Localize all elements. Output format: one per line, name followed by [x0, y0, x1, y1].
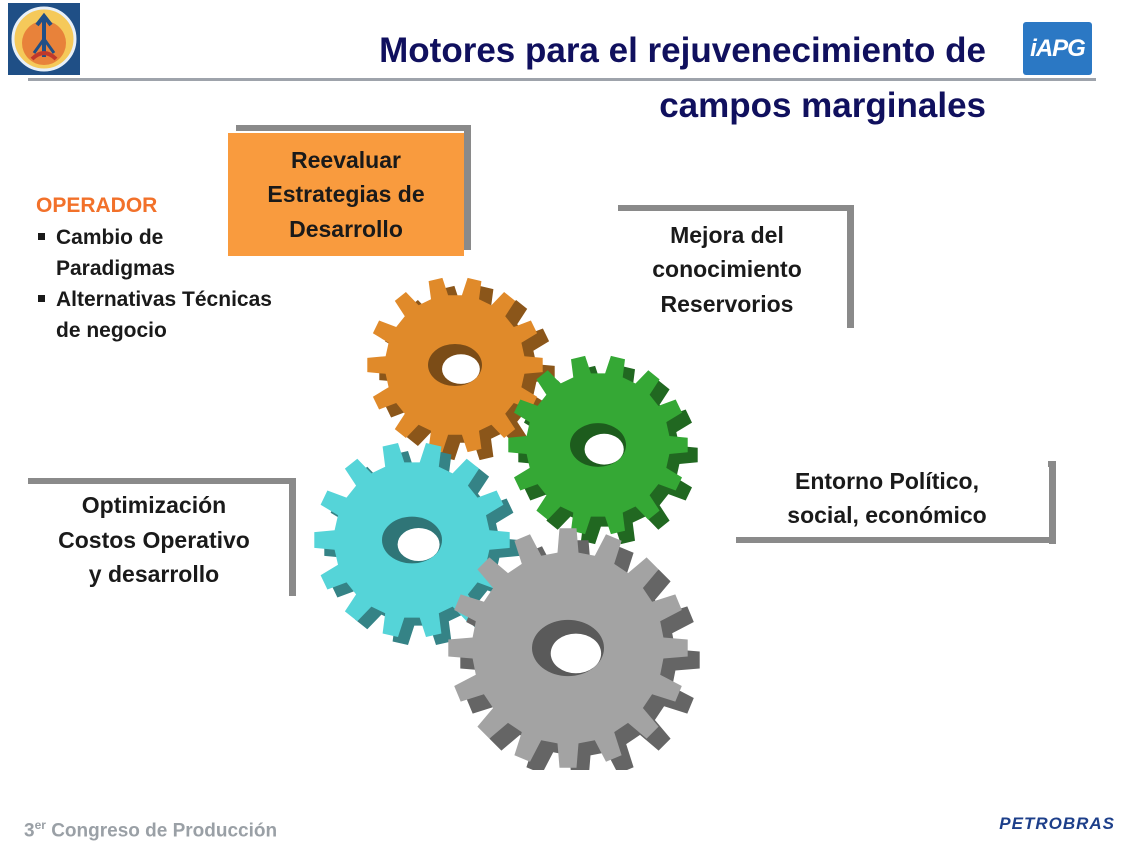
operador-item2-line1: Alternativas Técnicas [56, 288, 272, 311]
operador-block: OPERADOR Cambio de Paradigmas Alternativ… [36, 194, 346, 346]
cyan-gear-hole-light [397, 528, 440, 561]
operador-item1-line2: Paradigmas [56, 257, 176, 280]
mejora-box: Mejora del conocimiento Reservorios [608, 214, 846, 325]
operador-list: Cambio de Paradigmas Alternativas Técnic… [36, 222, 346, 346]
cyan-gear [314, 443, 520, 645]
title-divider [28, 78, 1096, 81]
gears-illustration [314, 277, 700, 770]
optimizacion-box: Optimización Costos Operativo y desarrol… [20, 486, 288, 594]
page-title-line1: Motores para el rejuvenecimiento de [379, 31, 986, 70]
optimizacion-line2: Costos Operativo [58, 526, 250, 553]
reevaluar-line1: Reevaluar [291, 146, 401, 173]
operador-item1-line1: Cambio de [56, 226, 164, 249]
petrobras-logo: PETROBRAS [999, 814, 1115, 833]
orange-gear-hole-light [442, 354, 480, 384]
gray-gear-hole-light [550, 633, 602, 674]
reevaluar-frame-top [236, 125, 471, 131]
entorno-line2: social, económico [787, 502, 987, 528]
entorno-box: Entorno Político, social, económico [726, 460, 1048, 536]
reevaluar-frame-right [464, 125, 471, 250]
optimizacion-line3: y desarrollo [88, 561, 220, 588]
reevaluar-line3: Desarrollo [289, 215, 403, 242]
reevaluar-box: Reevaluar Estrategias de Desarrollo [228, 133, 464, 256]
orange-gear [367, 277, 555, 461]
entorno-line1: Entorno Político, [795, 467, 979, 494]
list-item: Alternativas Técnicas de negocio [36, 284, 346, 346]
mejora-line1: Mejora del [670, 221, 784, 248]
footer-number: 3 [24, 820, 35, 842]
operador-item2-line2: de negocio [56, 319, 167, 342]
iapg-logo: iAPG [1023, 22, 1092, 75]
operador-title: OPERADOR [36, 194, 158, 217]
list-item: Cambio de Paradigmas [36, 222, 346, 284]
optimizacion-line1: Optimización [81, 492, 227, 519]
left-logo [8, 3, 80, 75]
mejora-frame-top [618, 205, 854, 211]
mejora-line2: conocimiento [652, 256, 802, 283]
page-title-line2: campos marginales [659, 86, 986, 125]
green-gear-hole-light [584, 433, 624, 465]
entorno-frame-bottom [736, 537, 1056, 543]
mejora-frame-right [847, 205, 854, 328]
iapg-logo-text: iAPG [1030, 34, 1086, 62]
footer-text: Congreso de Producción [45, 820, 278, 842]
entorno-frame-right [1049, 461, 1056, 544]
oil-derrick-logo-icon [11, 6, 77, 72]
optimizacion-frame-right [289, 478, 296, 596]
green-gear [508, 355, 698, 545]
mejora-line3: Reservorios [660, 290, 794, 317]
footer-sup: er [34, 818, 46, 832]
reevaluar-line2: Estrategias de [267, 181, 425, 208]
optimizacion-frame-top [28, 478, 296, 484]
gray-gear [448, 528, 700, 770]
footer-congreso: 3er Congreso de Producción [24, 818, 277, 842]
